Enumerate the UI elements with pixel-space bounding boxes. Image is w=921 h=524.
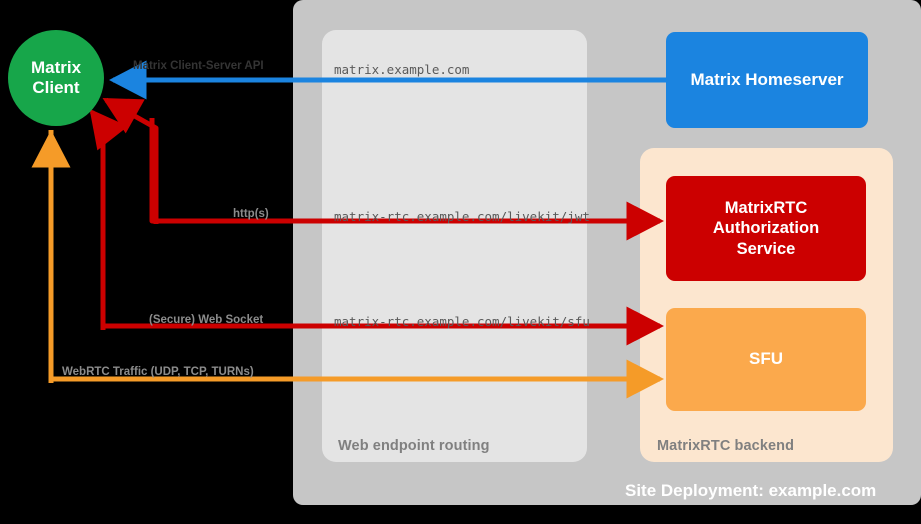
endpoint-livekit-jwt: matrix-rtc.example.com/livekit/jwt [334, 209, 590, 224]
web-endpoint-routing-panel [322, 30, 587, 462]
edge-label-matrix-client-server-api: Matrix Client-Server API [133, 60, 264, 72]
node-matrixrtc-authorization-service[interactable]: MatrixRTC Authorization Service [666, 176, 866, 281]
matrix-client-label-line1: Matrix [30, 57, 82, 77]
node-sfu[interactable]: SFU [666, 308, 866, 411]
site-deployment-label: Site Deployment: example.com [625, 481, 877, 500]
edge-label-secure-web-socket: (Secure) Web Socket [149, 314, 264, 326]
node-matrix-homeserver[interactable]: Matrix Homeserver [666, 32, 868, 128]
auth-service-label-line1: MatrixRTC [724, 199, 808, 218]
endpoint-livekit-sfu: matrix-rtc.example.com/livekit/sfu [334, 314, 590, 329]
endpoint-matrix-example-com: matrix.example.com [334, 62, 470, 77]
matrix-client-label-line2: Client [32, 78, 80, 97]
auth-service-label-line2: Authorization [712, 219, 820, 238]
auth-service-label-line3: Service [736, 239, 796, 258]
edge-label-http: http(s) [233, 208, 269, 220]
web-endpoint-routing-label: Web endpoint routing [338, 438, 490, 454]
edge-label-webrtc-traffic: WebRTC Traffic (UDP, TCP, TURNs) [62, 366, 254, 378]
node-matrix-client[interactable]: Matrix Client [8, 30, 104, 126]
sfu-label: SFU [749, 349, 783, 369]
matrix-homeserver-label: Matrix Homeserver [690, 69, 844, 89]
matrixrtc-backend-label: MatrixRTC backend [657, 438, 795, 454]
